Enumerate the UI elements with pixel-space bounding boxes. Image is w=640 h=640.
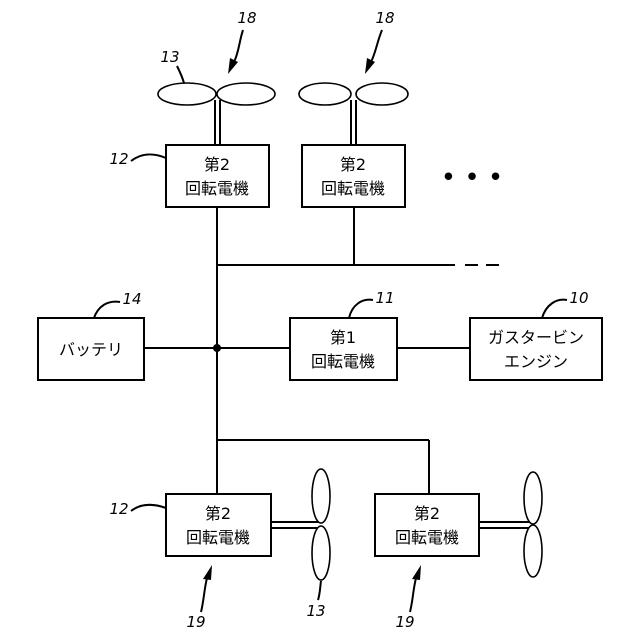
more-motors-ellipsis: • • • — [441, 163, 504, 193]
ref-18-left: 18 — [228, 9, 257, 74]
leader-line — [318, 581, 321, 600]
generator-label-line1: 第1 — [330, 328, 356, 347]
motor-box-top-left: 第2 回転電機 — [166, 145, 269, 207]
propeller-blade-upper — [524, 472, 542, 524]
motor-label-line1: 第2 — [205, 504, 231, 523]
leader-line — [542, 300, 567, 318]
leader-line — [371, 30, 382, 62]
junction-dot — [213, 344, 221, 352]
ref-numeral: 18 — [375, 9, 394, 27]
leader-line — [177, 66, 184, 83]
propeller-blade-right — [356, 83, 408, 105]
turbine-label-line2: エンジン — [504, 352, 568, 371]
leader-line — [131, 154, 166, 161]
ref-12-bottom: 12 — [109, 500, 166, 518]
motor-box-bottom-left: 第2 回転電機 — [166, 494, 271, 556]
motor-label-line1: 第2 — [340, 155, 366, 174]
motor-label-line1: 第2 — [204, 155, 230, 174]
motor-label-line2: 回転電機 — [185, 179, 249, 198]
ref-11: 11 — [349, 289, 395, 318]
propeller-blade-left — [299, 83, 351, 105]
ref-numeral: 13 — [160, 48, 179, 66]
ref-numeral: 19 — [186, 613, 205, 631]
motor-box-bottom-right: 第2 回転電機 — [375, 494, 479, 556]
generator-label-line2: 回転電機 — [311, 352, 375, 371]
propeller-blade-upper — [312, 469, 330, 523]
ref-numeral: 12 — [109, 500, 128, 518]
ref-14: 14 — [94, 290, 142, 318]
battery-label: バッテリ — [59, 340, 123, 359]
leader-line — [349, 300, 373, 318]
motor-label-line1: 第2 — [414, 504, 440, 523]
motor-box-top-right: 第2 回転電機 — [302, 145, 405, 207]
leader-line — [131, 505, 166, 511]
leader-arrowhead — [365, 58, 375, 74]
top-left-propeller — [158, 83, 275, 145]
propeller-blade-left — [158, 83, 216, 105]
motor-label-line2: 回転電機 — [186, 528, 250, 547]
ref-numeral: 13 — [306, 602, 325, 620]
top-right-propeller — [299, 83, 408, 145]
ref-12-top: 12 — [109, 150, 166, 168]
motor-label-line2: 回転電機 — [395, 528, 459, 547]
leader-arrowhead — [228, 58, 238, 74]
propeller-blade-lower — [524, 525, 542, 577]
ref-18-right: 18 — [365, 9, 395, 74]
ref-13-top: 13 — [160, 48, 184, 83]
ref-numeral: 14 — [122, 290, 141, 308]
ref-19-right: 19 — [395, 565, 421, 631]
ref-numeral: 19 — [395, 613, 414, 631]
leader-line — [201, 578, 207, 612]
leader-line — [410, 578, 416, 612]
bottom-right-propeller — [479, 472, 542, 577]
ref-numeral: 18 — [237, 9, 256, 27]
bottom-left-propeller — [271, 469, 330, 580]
propeller-blade-right — [217, 83, 275, 105]
ref-10: 10 — [542, 289, 589, 318]
ref-numeral: 12 — [109, 150, 128, 168]
ref-13-bottom: 13 — [306, 581, 325, 620]
generator-box: 第1 回転電機 — [290, 318, 397, 380]
turbine-label-line1: ガスタービン — [488, 328, 584, 347]
ref-numeral: 11 — [375, 289, 394, 307]
ref-numeral: 10 — [569, 289, 588, 307]
ref-19-left: 19 — [186, 565, 212, 631]
leader-line — [94, 302, 120, 318]
leader-line — [234, 30, 243, 62]
leader-arrowhead — [412, 565, 421, 580]
battery-box: バッテリ — [38, 318, 144, 380]
propeller-blade-lower — [312, 526, 330, 580]
motor-label-line2: 回転電機 — [321, 179, 385, 198]
turbine-box: ガスタービン エンジン — [470, 318, 602, 380]
leader-arrowhead — [203, 565, 212, 580]
